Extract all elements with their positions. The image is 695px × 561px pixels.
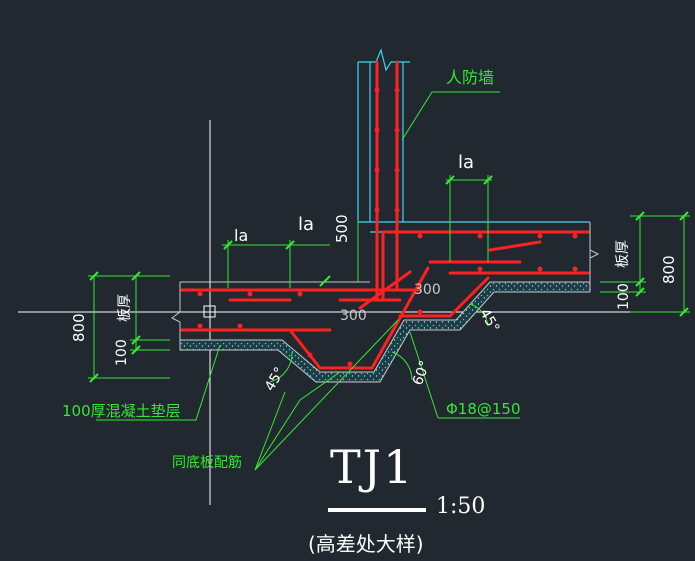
slab-outlines	[171, 222, 600, 340]
same-bottom-rebar-label: 同底板配筋	[172, 455, 242, 471]
dim-500: 500	[333, 214, 351, 243]
slab-thickness-right: 板厚	[615, 240, 631, 268]
detail-scale: 1:50	[436, 494, 486, 519]
dimension-ticks	[89, 175, 689, 383]
dim-800-left: 800	[70, 313, 88, 342]
la-label-left: la	[298, 214, 315, 235]
rebar-spec-label: Φ18@150	[446, 400, 521, 418]
angle-arcs	[269, 303, 489, 383]
la-label-left-2: la	[234, 226, 249, 245]
dim-100-right: 100	[616, 283, 632, 310]
detail-title: TJ1	[330, 440, 415, 494]
dim-100-left: 100	[114, 339, 130, 366]
dim-800-right: 800	[660, 255, 678, 284]
rebar-group	[180, 60, 590, 370]
slab-thickness-left: 板厚	[117, 294, 133, 322]
concrete-cushion	[179, 281, 591, 383]
detail-subtitle: (高差处大样)	[308, 532, 424, 556]
title-underline	[328, 508, 426, 512]
dim-300-right: 300	[414, 282, 441, 298]
la-label-top: la	[458, 152, 475, 173]
section-marker	[203, 305, 216, 318]
leader-lines	[96, 91, 520, 471]
rebar-dots	[197, 87, 578, 367]
concrete-cushion-label: 100厚混凝土垫层	[62, 402, 181, 420]
dim-300-left: 300	[340, 308, 367, 324]
civil-defense-wall-label: 人防墙	[446, 68, 495, 87]
